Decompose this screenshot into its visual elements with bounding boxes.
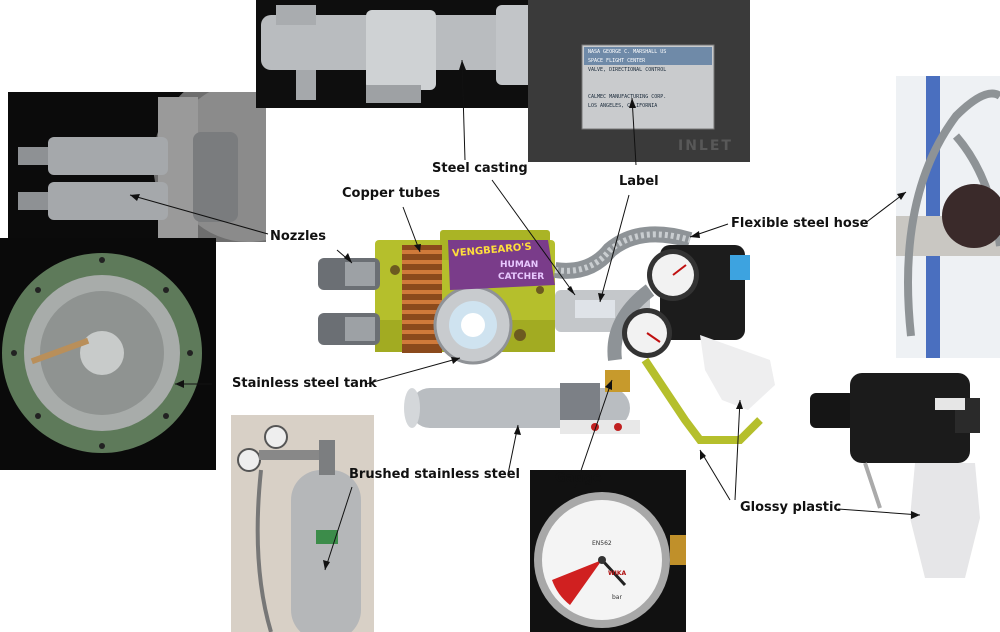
nozzles-illustration (18, 92, 266, 242)
tank-illustration (2, 253, 202, 453)
gauge-brand: WIKA (608, 570, 627, 577)
label-copper-tubes: Copper tubes (342, 186, 441, 201)
nameplate-line: LOS ANGELES, CALIFORNIA (588, 103, 658, 109)
decal-badge (448, 240, 555, 290)
nameplate-line: NASA GEORGE C. MARSHALL US (588, 49, 667, 55)
nameplate-background (528, 0, 750, 162)
valve-grip-photo (805, 368, 1000, 588)
nozzles-photo (8, 92, 266, 242)
gauge-photo: EN562 WIKA bar (530, 470, 686, 632)
label-nozzles: Nozzles (270, 229, 326, 244)
cylinder-illustration (237, 425, 361, 632)
handle-guard (641, 357, 763, 444)
nameplate-line: SPACE FLIGHT CENTER (588, 58, 646, 64)
label-flexible-steel-hose: Flexible steel hose (731, 216, 869, 231)
label-brushed-stainless-steel: Brushed stainless steel (349, 467, 520, 482)
valve-grip-illustration (810, 373, 980, 578)
label-stainless-steel-tank: Stainless steel tank (232, 376, 377, 391)
nameplate-line: VALVE, DIRECTIONAL CONTROL (588, 67, 667, 73)
decal-line-3: CATCHER (498, 272, 545, 282)
nameplate-text: NASA GEORGE C. MARSHALL US SPACE FLIGHT … (588, 48, 710, 111)
white-grip (700, 335, 775, 410)
label-label: Label (619, 174, 659, 189)
leader-arrowheads (130, 60, 920, 570)
leader-lines (129, 59, 921, 571)
cylinder-photo (231, 415, 374, 632)
gauge-illustration (534, 492, 686, 628)
nameplate-photo: NASA GEORGE C. MARSHALL US SPACE FLIGHT … (528, 0, 750, 162)
tank-photo (0, 238, 216, 470)
gauge-unit: bar (612, 594, 622, 601)
label-gauge: Gauge (555, 471, 602, 486)
hose-illustration (896, 76, 1000, 358)
hose-photo (896, 76, 1000, 358)
decal-line-2: HUMAN (500, 260, 539, 270)
label-steel-casting: Steel casting (432, 161, 528, 176)
steel-casting-photo (256, 0, 576, 108)
gauge-model: EN562 (592, 540, 612, 547)
nameplate-stamp: INLET (678, 138, 733, 154)
label-glossy-plastic: Glossy plastic (740, 500, 842, 515)
nameplate-line: CALMEC MANUFACTURING CORP. (588, 94, 667, 100)
